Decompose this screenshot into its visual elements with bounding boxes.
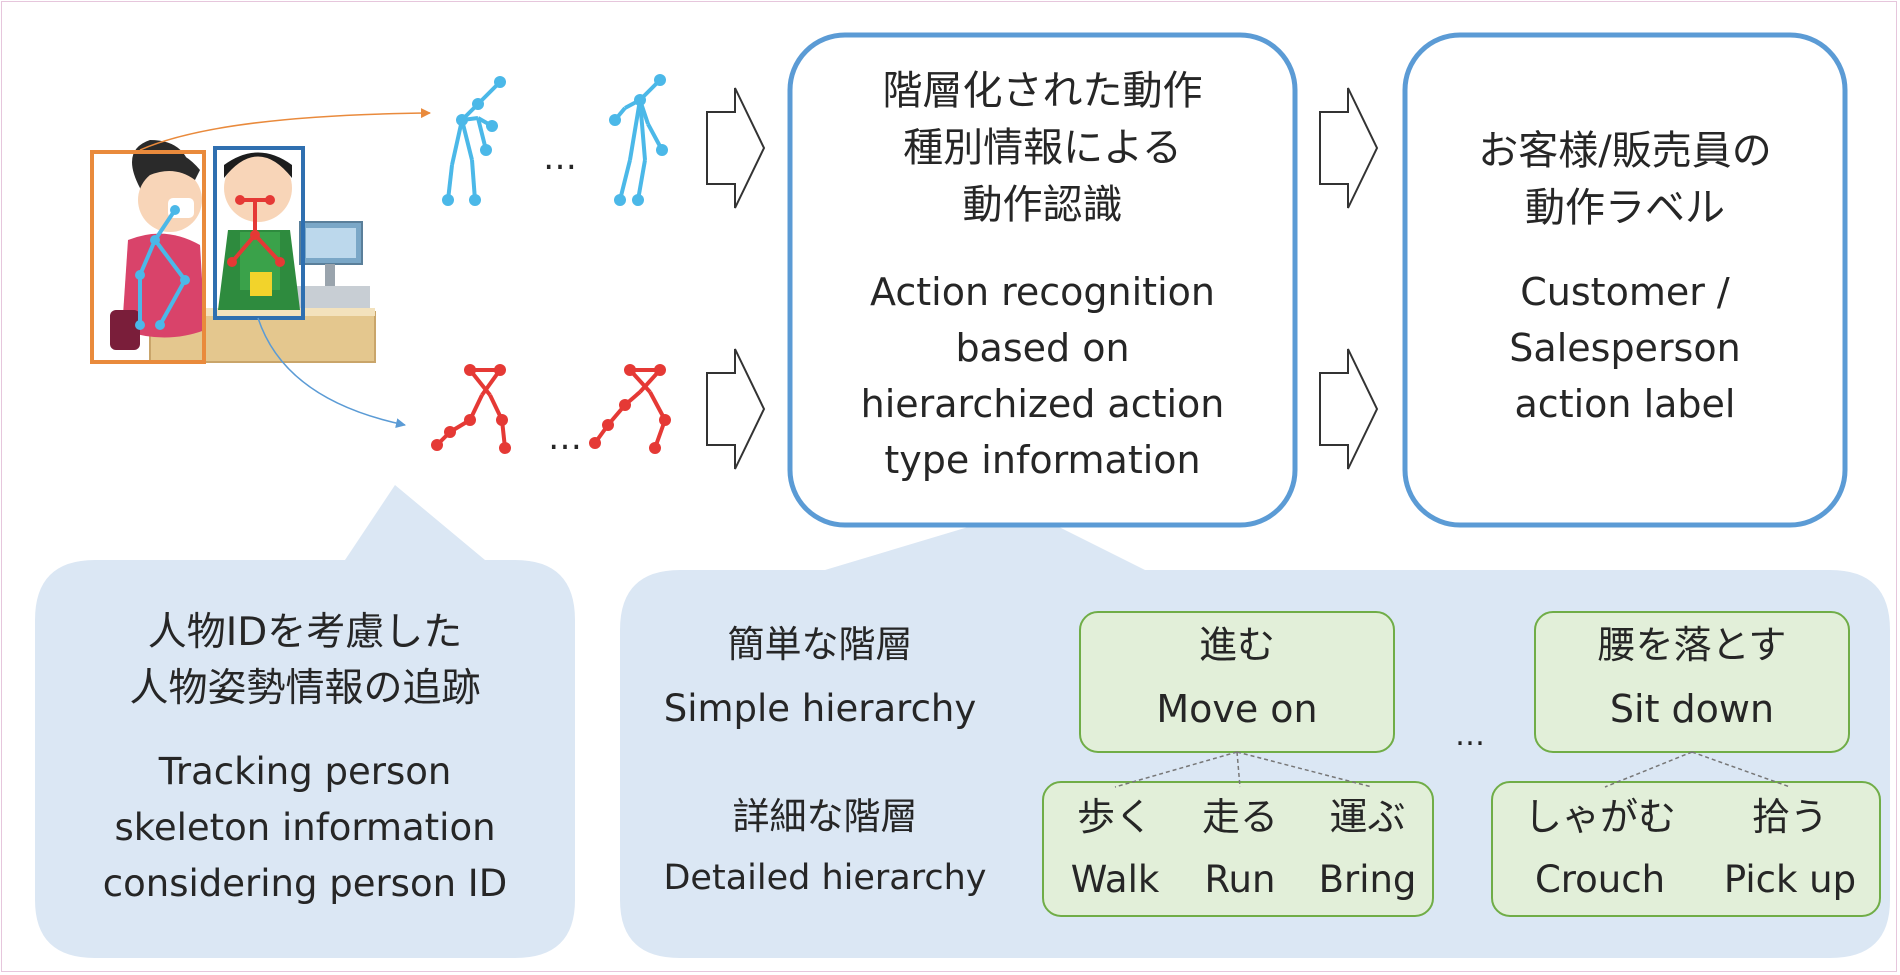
- simple-hierarchy-jp: 簡単な階層: [727, 623, 913, 666]
- label-en-line-1: Customer /: [1520, 270, 1730, 314]
- label-en-line-3: action label: [1514, 382, 1736, 426]
- label-jp-line-2: 動作ラベル: [1525, 185, 1725, 231]
- connector-pickup: [1691, 751, 1791, 788]
- detailed-hierarchy-jp: 詳細な階層: [732, 795, 918, 838]
- recognition-jp-line-2: 種別情報による: [903, 125, 1182, 171]
- recognition-jp-line-1: 階層化された動作: [882, 68, 1203, 114]
- connector-crouch: [1604, 751, 1693, 788]
- recognition-en-line-4: type information: [884, 438, 1201, 482]
- red-skeleton-2: [589, 364, 671, 454]
- connector-walk: [1114, 751, 1238, 788]
- tracking-en-line-2: skeleton information: [114, 806, 496, 849]
- recognition-en-line-2: based on: [955, 326, 1130, 370]
- sit-down-jp: 腰を落とす: [1597, 623, 1787, 667]
- simple-hierarchy-en: Simple hierarchy: [663, 687, 977, 730]
- crouch-en: Crouch: [1534, 858, 1666, 901]
- recognition-box: [787, 32, 1298, 528]
- walk-jp: 歩く: [1076, 795, 1153, 839]
- block-arrow-1: [706, 87, 766, 209]
- skeleton-ellipsis-top: …: [543, 138, 577, 178]
- move-on-jp: 進む: [1198, 623, 1275, 667]
- cyan-skeleton-1: [442, 76, 506, 206]
- red-skeleton-1: [431, 364, 511, 454]
- label-en-line-2: Salesperson: [1509, 326, 1741, 370]
- tracking-bubble: [35, 485, 575, 958]
- connector-bring: [1236, 751, 1373, 788]
- recognition-jp-line-3: 動作認識: [962, 182, 1123, 228]
- block-arrow-3: [1319, 87, 1379, 209]
- tracking-en-line-3: considering person ID: [102, 862, 508, 905]
- block-arrow-4: [1319, 348, 1379, 470]
- label-box: [1402, 32, 1848, 528]
- recognition-en-line-1: Action recognition: [870, 270, 1215, 314]
- move-on-en: Move on: [1156, 687, 1318, 731]
- block-arrow-2: [706, 348, 766, 470]
- tracking-arrow-customer: [139, 108, 431, 151]
- skeleton-ellipsis-bottom: …: [548, 418, 582, 458]
- sit-sub-box: [1491, 781, 1881, 917]
- detailed-hierarchy-en: Detailed hierarchy: [663, 858, 987, 898]
- run-en: Run: [1204, 858, 1276, 901]
- label-jp-line-1: お客様/販売員の: [1478, 128, 1772, 174]
- bring-en: Bring: [1318, 858, 1417, 901]
- tracking-arrow-clerk: [257, 317, 406, 429]
- bring-jp: 運ぶ: [1329, 795, 1406, 839]
- tracking-en-line-1: Tracking person: [158, 750, 452, 793]
- connector-run: [1236, 751, 1241, 788]
- run-jp: 走る: [1201, 795, 1278, 839]
- move-sub-box: [1042, 781, 1434, 917]
- walk-en: Walk: [1070, 858, 1160, 901]
- shop-illustration: [90, 140, 376, 364]
- tracking-jp-line-1: 人物IDを考慮した: [147, 610, 463, 655]
- pickup-en: Pick up: [1723, 858, 1857, 901]
- tracking-jp-line-2: 人物姿勢情報の追跡: [129, 666, 481, 711]
- hierarchy-ellipsis: …: [1455, 718, 1485, 753]
- sit-down-en: Sit down: [1609, 687, 1775, 731]
- recognition-en-line-3: hierarchized action: [860, 382, 1225, 426]
- crouch-jp: しゃがむ: [1523, 795, 1676, 839]
- cyan-skeleton-2: [609, 74, 668, 206]
- pickup-jp: 拾う: [1751, 795, 1828, 839]
